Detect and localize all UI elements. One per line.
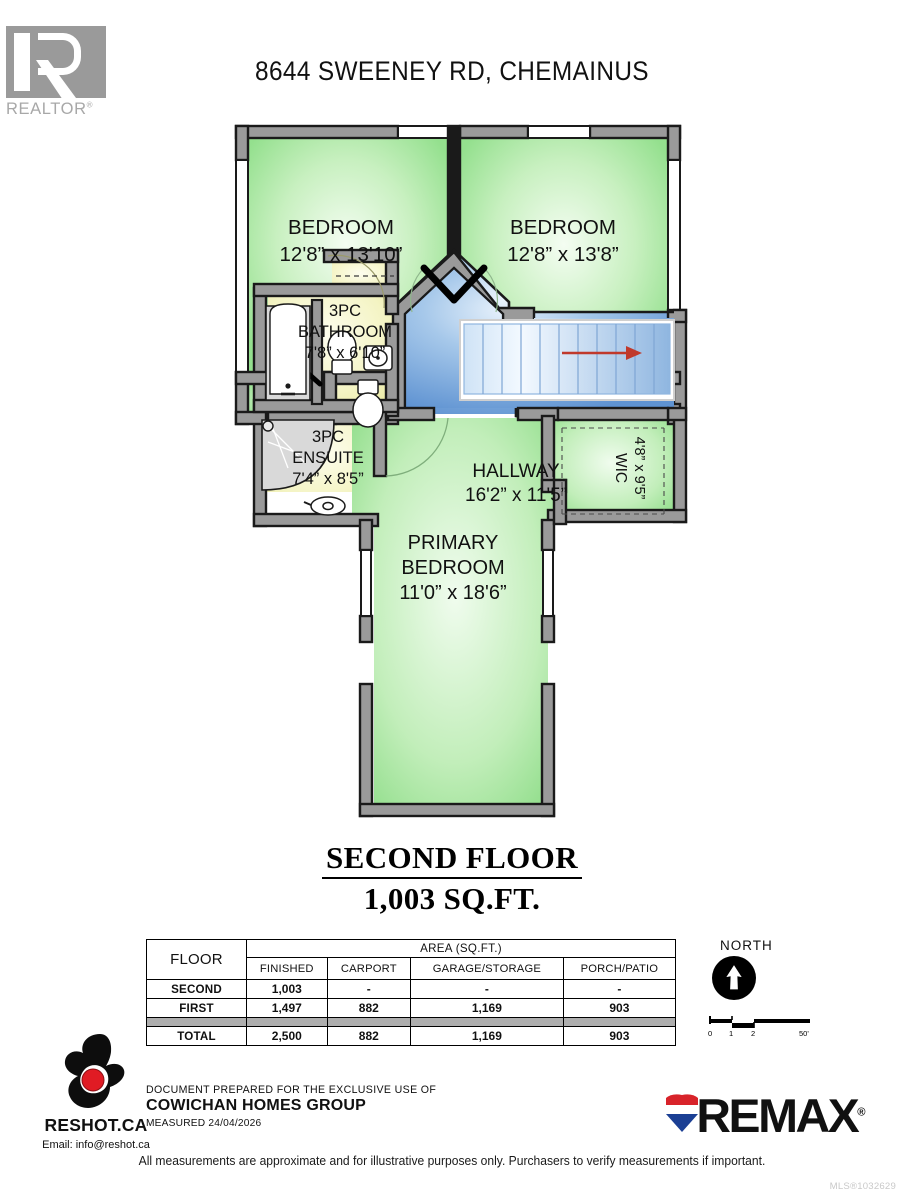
table-row-label-total: TOTAL [146, 1026, 247, 1046]
north-indicator-block: NORTH 0 1 2 50' [702, 938, 862, 1040]
scale-bar: 0 1 2 50' [706, 1014, 846, 1040]
table-divider-row [146, 1017, 677, 1027]
cell-total-carport: 882 [326, 1026, 411, 1046]
room-label-bathroom-l2: BATHROOM [298, 323, 392, 341]
mls-number: MLS®1032629 [829, 1181, 896, 1192]
table-header-garage-storage: GARAGE/STORAGE [409, 957, 564, 980]
divider-cell-3 [326, 1017, 411, 1027]
scale-tick-end: 50' [799, 1029, 809, 1038]
room-label-ensuite-dims: 7'4” x 8'5” [292, 470, 363, 488]
remax-balloon-icon [662, 1092, 708, 1136]
prepared-for-line: DOCUMENT PREPARED FOR THE EXCLUSIVE USE … [146, 1084, 437, 1096]
stair-direction-arrow-icon [562, 346, 642, 360]
room-label-wic-dims: 4'8” x 9'5” [631, 437, 647, 500]
cell-total-garage: 1,169 [409, 1026, 564, 1046]
divider-cell-1 [146, 1017, 247, 1027]
table-header-finished: FINISHED [246, 957, 328, 980]
room-label-wic-name: WIC [612, 453, 629, 483]
scale-tick-1: 1 [729, 1029, 734, 1038]
table-row: FIRST 1,497 882 1,169 903 [146, 998, 677, 1018]
scale-tick-0: 0 [708, 1029, 713, 1038]
room-label-ensuite-l2: ENSUITE [292, 449, 364, 467]
scale-tick-2: 2 [751, 1029, 756, 1038]
room-label-bedroom-2-name: BEDROOM [510, 216, 616, 239]
cell-first-carport: 882 [326, 998, 411, 1018]
reshot-email: Email: info@reshot.ca [42, 1139, 150, 1151]
realtor-logo-text: REALTOR® [6, 100, 94, 118]
divider-cell-5 [562, 1017, 677, 1027]
cell-first-garage: 1,169 [409, 998, 564, 1018]
table-header-area-group: AREA (SQ.FT.) [246, 939, 676, 958]
divider-cell-4 [409, 1017, 564, 1027]
table-row-label-first: FIRST [146, 998, 247, 1018]
reshot-branding: RESHOT.CA Email: info@reshot.ca [26, 1032, 166, 1151]
room-label-ensuite-l1: 3PC [312, 428, 344, 446]
cell-total-finished: 2,500 [246, 1026, 328, 1046]
remax-wordmark: REMAX® [696, 1089, 865, 1142]
cell-second-carport: - [326, 979, 411, 999]
floor-caption: SECOND FLOOR 1,003 SQ.FT. [0, 841, 904, 916]
room-label-hallway-name: HALLWAY [472, 461, 560, 482]
area-summary-table: FLOOR AREA (SQ.FT.) FINISHED CARPORT GAR… [146, 939, 677, 1046]
cell-second-finished: 1,003 [246, 979, 328, 999]
cell-second-garage: - [409, 979, 564, 999]
room-label-primary-dims: 11'0” x 18'6” [399, 582, 506, 604]
room-label-primary-l1: PRIMARY [408, 532, 499, 554]
floor-caption-area: 1,003 SQ.FT. [363, 880, 541, 916]
table-row-total: TOTAL 2,500 882 1,169 903 [146, 1026, 677, 1046]
cell-total-porch: 903 [562, 1026, 677, 1046]
north-label: NORTH [720, 938, 773, 953]
room-label-bedroom-1-dims: 12'8” x 13'10” [280, 243, 403, 266]
realtor-r-mark-icon [6, 26, 106, 98]
realtor-logo: REALTOR® [6, 26, 114, 122]
cell-first-porch: 903 [562, 998, 677, 1018]
disclaimer-text: All measurements are approximate and for… [138, 1154, 766, 1168]
table-row-label-second: SECOND [146, 979, 247, 999]
floor-plan-drawing: BEDROOM 12'8” x 13'10” BEDROOM 12'8” x 1… [228, 124, 692, 824]
measured-date: MEASURED 24/04/2026 [146, 1118, 262, 1129]
room-label-bathroom-l1: 3PC [329, 302, 361, 320]
reshot-brand-name: RESHOT.CA [44, 1115, 148, 1135]
page-title: 8644 SWEENEY RD, CHEMAINUS [255, 56, 649, 86]
cell-first-finished: 1,497 [246, 998, 328, 1018]
room-label-bathroom-dims: 7'8” x 6'10” [305, 344, 386, 362]
floor-caption-name: SECOND FLOOR [322, 841, 582, 879]
divider-cell-2 [246, 1017, 328, 1027]
prepared-for-block: DOCUMENT PREPARED FOR THE EXCLUSIVE USE … [146, 1084, 566, 1129]
room-label-hallway-dims: 16'2” x 11'5” [465, 485, 567, 506]
room-label-bedroom-2-dims: 12'8” x 13'8” [507, 243, 619, 266]
ok-hand-house-icon [56, 1032, 136, 1114]
table-row: SECOND 1,003 - - - [146, 979, 677, 999]
north-arrow-icon [712, 956, 756, 1000]
table-header-carport: CARPORT [326, 957, 411, 980]
prepared-for-client: COWICHAN HOMES GROUP [146, 1097, 366, 1114]
table-header-porch-patio: PORCH/PATIO [562, 957, 677, 980]
room-label-primary-l2: BEDROOM [401, 557, 504, 579]
cell-second-porch: - [562, 979, 677, 999]
table-header-floor: FLOOR [146, 939, 247, 980]
room-label-bedroom-1-name: BEDROOM [288, 216, 394, 239]
remax-logo: REMAX® [662, 1089, 892, 1148]
